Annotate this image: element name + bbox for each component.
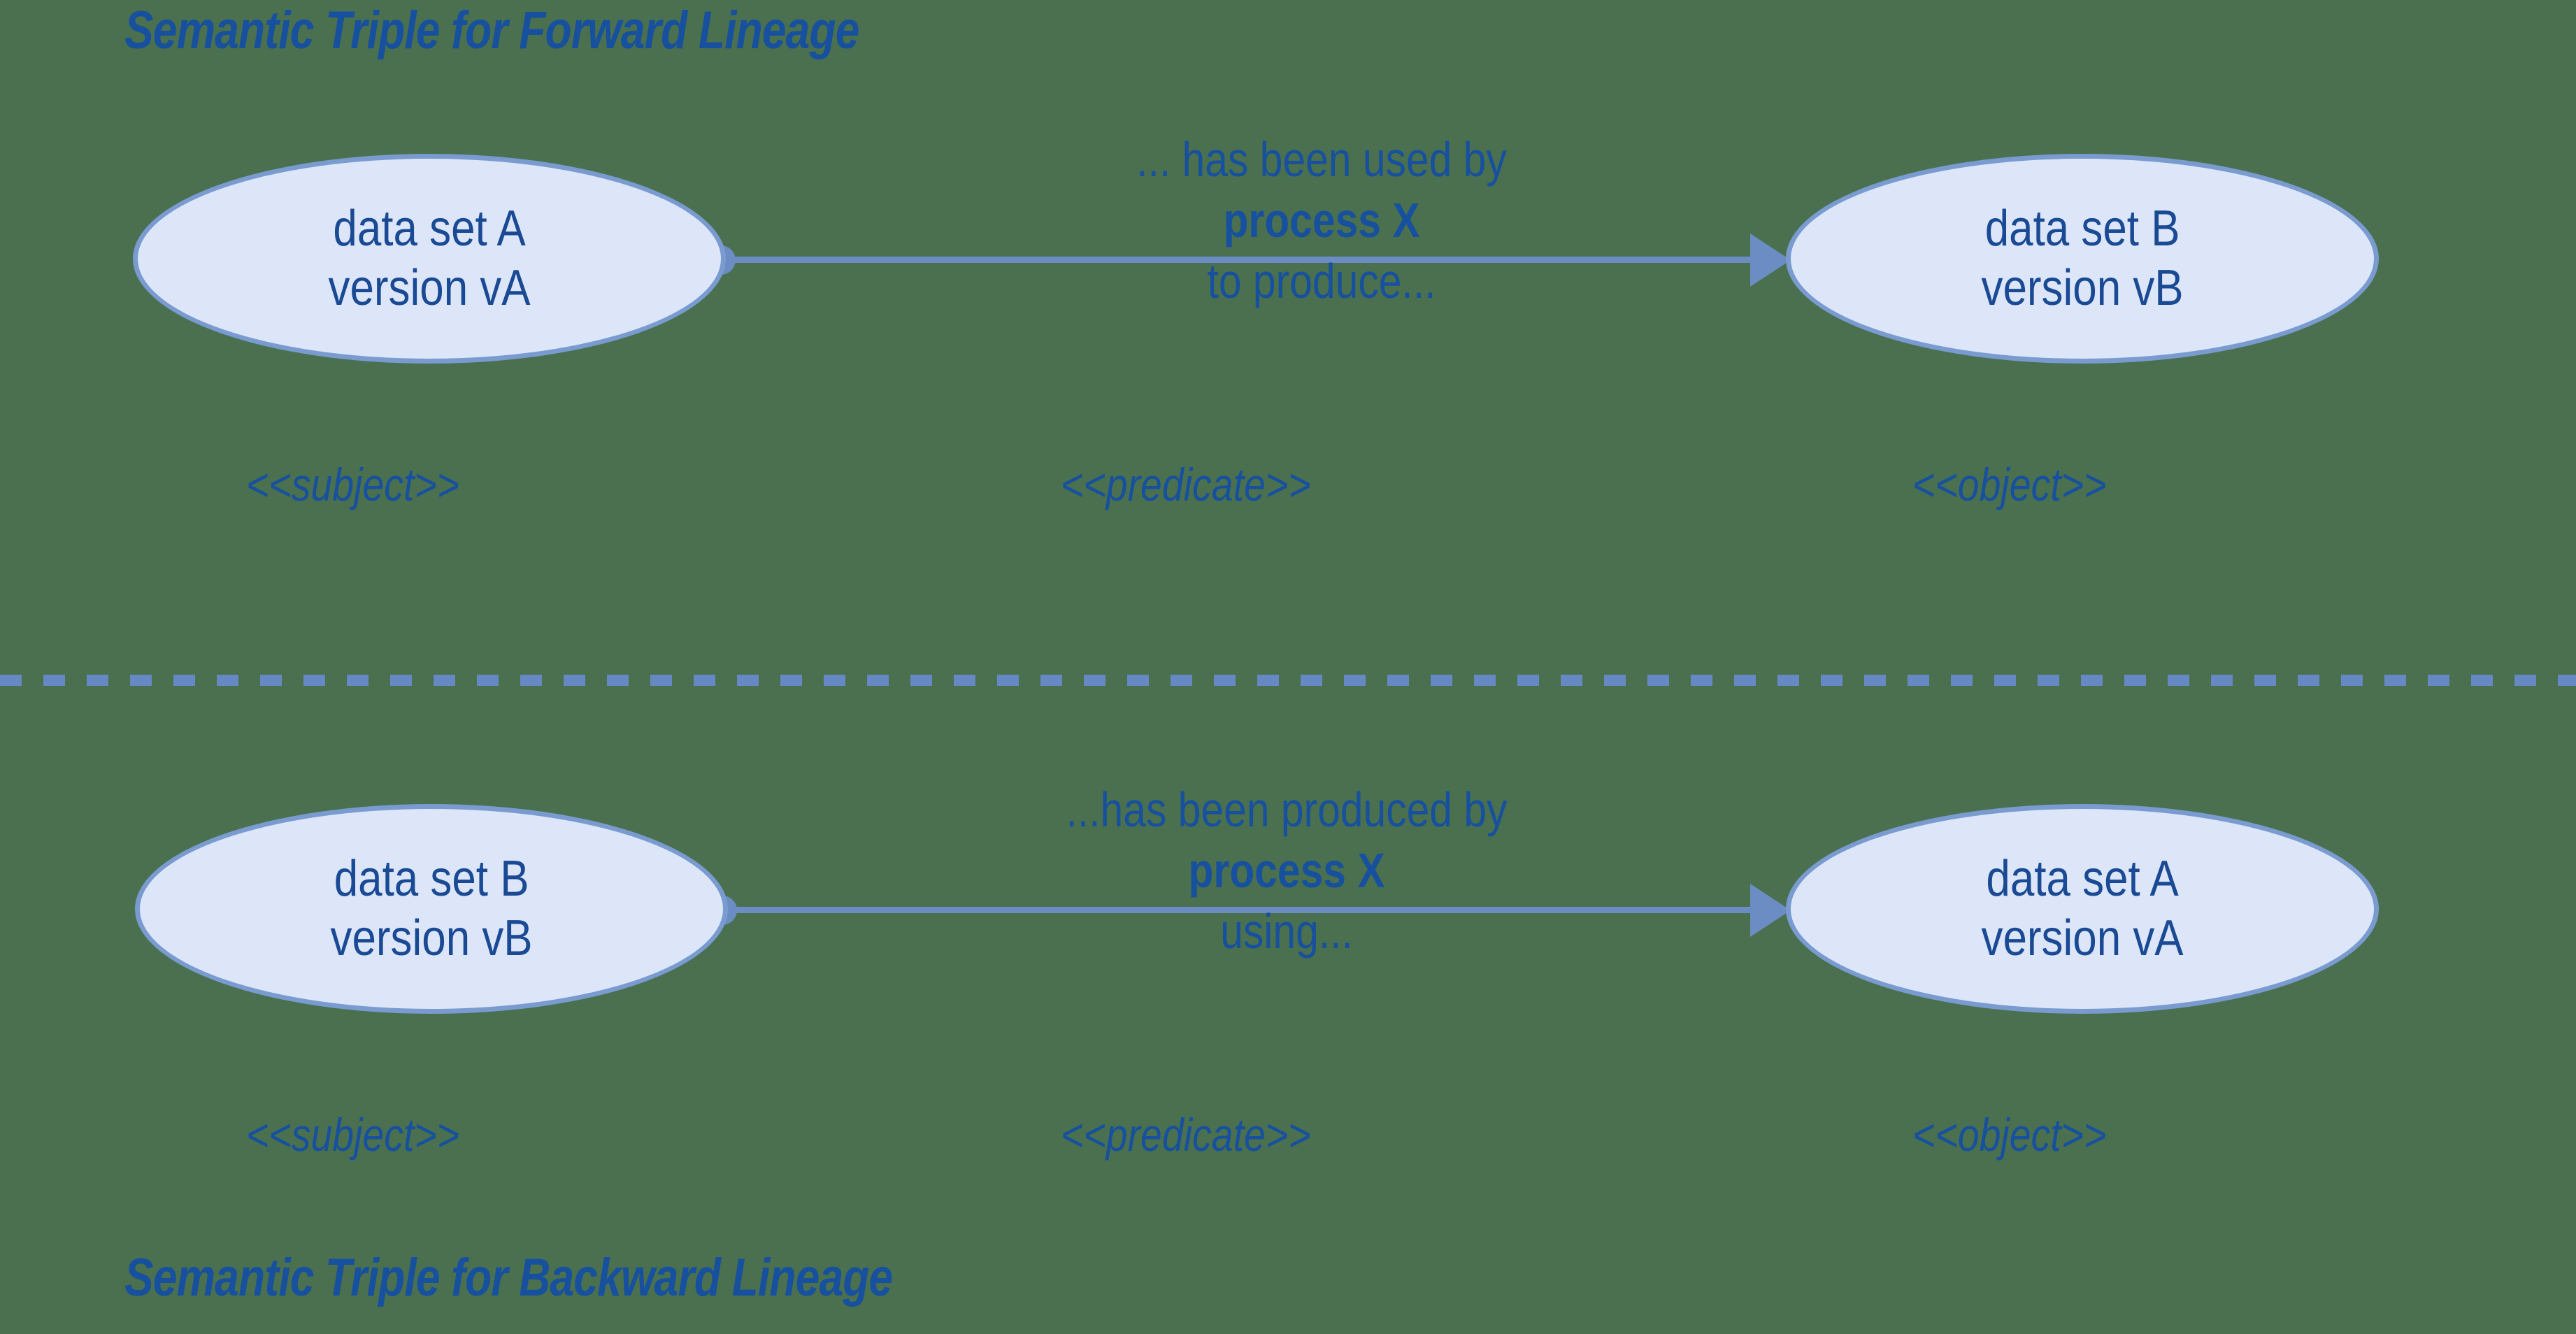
backward-role-predicate: <<predicate>> <box>1061 1109 1311 1161</box>
backward-predicate-label: ...has been produced by process X using.… <box>825 780 1748 961</box>
forward-object-node[interactable]: data set B version vB <box>1786 154 2379 364</box>
backward-subject-node-line2: version vB <box>330 910 533 966</box>
forward-subject-node-line1: data set A <box>333 201 526 257</box>
forward-subject-node[interactable]: data set A version vA <box>133 154 726 364</box>
backward-role-subject: <<subject>> <box>246 1109 460 1161</box>
forward-role-object: <<object>> <box>1912 459 2107 510</box>
forward-object-node-line2: version vB <box>1981 260 2184 316</box>
forward-role-predicate: <<predicate>> <box>1061 459 1311 510</box>
forward-predicate-label: ... has been used by process X to produc… <box>860 129 1783 311</box>
forward-edge-line <box>720 257 1790 263</box>
backward-object-node-line1: data set A <box>1986 851 2179 908</box>
backward-predicate-line1: ...has been produced by <box>1066 782 1508 837</box>
forward-lineage-title: Semantic Triple for Forward Lineage <box>124 1 859 60</box>
backward-object-node-line2: version vA <box>1981 910 2184 966</box>
backward-role-object: <<object>> <box>1912 1109 2107 1161</box>
backward-predicate-process: process X <box>1188 842 1385 898</box>
backward-object-node[interactable]: data set A version vA <box>1786 804 2379 1014</box>
backward-lineage-title: Semantic Triple for Backward Lineage <box>124 1248 893 1307</box>
backward-subject-node-line1: data set B <box>334 851 529 908</box>
forward-predicate-process: process X <box>1223 192 1420 248</box>
forward-edge-arrowhead-icon <box>1750 234 1791 287</box>
forward-role-subject: <<subject>> <box>246 459 460 510</box>
backward-edge-arrowhead-icon <box>1750 884 1791 937</box>
backward-subject-node[interactable]: data set B version vB <box>135 804 728 1014</box>
section-divider-dashed <box>0 675 2576 686</box>
backward-edge-line <box>722 907 1790 913</box>
forward-object-node-line1: data set B <box>1984 201 2180 257</box>
forward-predicate-line1: ... has been used by <box>1136 132 1507 187</box>
forward-subject-node-line2: version vA <box>328 260 531 316</box>
